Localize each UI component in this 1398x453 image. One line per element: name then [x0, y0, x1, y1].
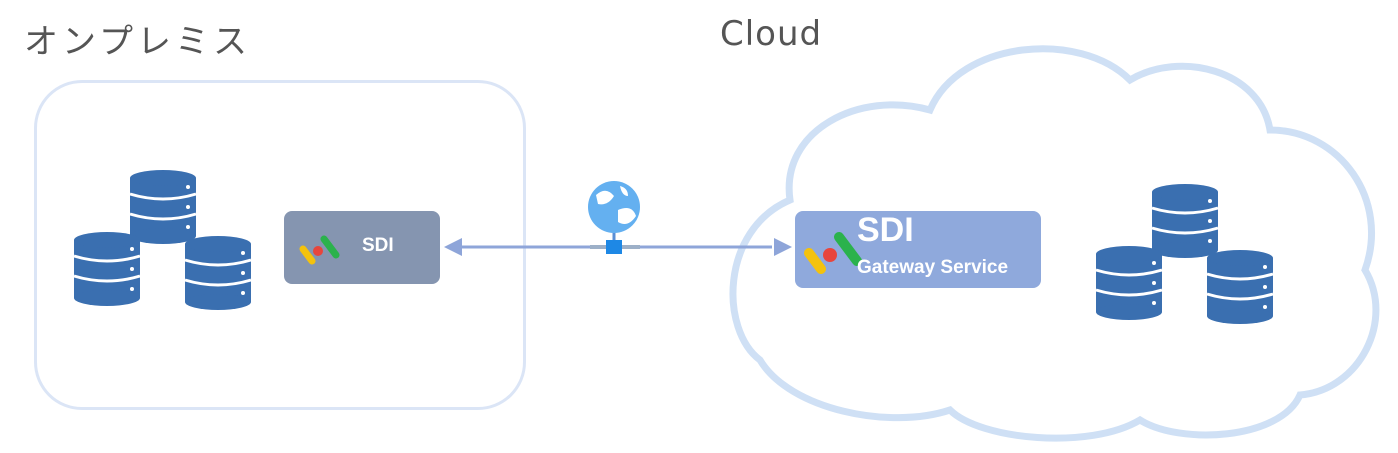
sdi-node-label: SDI [362, 235, 394, 256]
database-icon [72, 230, 142, 308]
gateway-subtitle: Gateway Service [857, 257, 1009, 278]
globe-icon [588, 181, 640, 254]
sdi-logo-icon [804, 232, 862, 274]
sdi-gateway-service-node[interactable]: SDI Gateway Service [795, 211, 1041, 288]
sdi-node[interactable]: SDI [284, 211, 440, 284]
onprem-label: オンプレミス [24, 22, 251, 62]
database-icon [183, 234, 253, 312]
database-icon [128, 168, 198, 246]
database-icon [1094, 244, 1164, 322]
sdi-logo-icon [299, 235, 340, 265]
cloud-shape [729, 45, 1380, 442]
gateway-title: SDI [857, 211, 914, 249]
database-icon [1205, 248, 1275, 326]
database-icon [1150, 182, 1220, 260]
cloud-label: Cloud [720, 14, 823, 54]
